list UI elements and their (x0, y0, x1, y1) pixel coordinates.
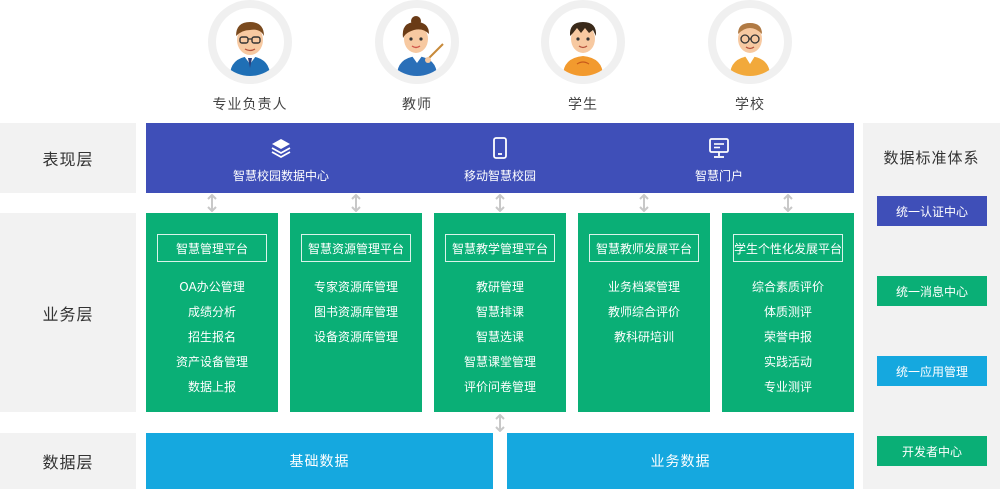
platform-item[interactable]: 设备资源库管理 (313, 330, 398, 344)
platform-items: 业务档案管理 教师综合评价 教科研培训 (578, 279, 710, 354)
platform-item[interactable]: 教科研培训 (613, 330, 674, 344)
platform-item[interactable]: 教研管理 (475, 280, 524, 294)
avatar-ring (541, 0, 625, 84)
presentation-item-label: 智慧门户 (694, 169, 743, 183)
role-student: 学生 (528, 0, 638, 114)
student-avatar-icon (549, 8, 617, 76)
school-principal-avatar-icon (716, 8, 784, 76)
platform-title[interactable]: 智慧教师发展平台 (589, 234, 699, 262)
connector-arrow-icon (351, 194, 361, 212)
role-school: 学校 (695, 0, 805, 114)
platform-items: 专家资源库管理 图书资源库管理 设备资源库管理 (290, 279, 422, 354)
data-bar-basic[interactable]: 基础数据 (146, 433, 493, 489)
connector-arrow-icon (783, 194, 793, 212)
platform-item[interactable]: 图书资源库管理 (313, 305, 398, 319)
role-label: 教师 (402, 97, 432, 113)
role-label: 学校 (735, 97, 765, 113)
layers-icon (271, 139, 291, 159)
platform-item[interactable]: 成绩分析 (187, 305, 236, 319)
platform-item[interactable]: 业务档案管理 (607, 280, 680, 294)
standard-auth-center[interactable]: 统一认证中心 (877, 196, 987, 226)
platform-title[interactable]: 智慧资源管理平台 (301, 234, 411, 262)
layer-label-presentation: 表现层 (0, 123, 136, 193)
connector-arrow-icon (207, 194, 217, 212)
presentation-bar: 智慧校园数据中心 移动智慧校园 智慧门户 (146, 123, 854, 193)
avatar-ring (208, 0, 292, 84)
platform-items: OA办公管理 成绩分析 招生报名 资产设备管理 数据上报 (146, 279, 278, 404)
avatar-ring (375, 0, 459, 84)
standard-developer-center[interactable]: 开发者中心 (877, 436, 987, 466)
platform-item[interactable]: 评价问卷管理 (463, 380, 536, 394)
role-label: 学生 (568, 97, 598, 113)
presentation-item-mobile-campus[interactable]: 移动智慧校园 (410, 123, 590, 193)
platform-panel-teacher-development: 智慧教师发展平台 业务档案管理 教师综合评价 教科研培训 (578, 213, 710, 412)
platform-item[interactable]: 专业测评 (763, 380, 812, 394)
platform-item[interactable]: 资产设备管理 (175, 355, 248, 369)
platform-item[interactable]: OA办公管理 (179, 280, 245, 294)
role-major-leader: 专业负责人 (195, 0, 305, 114)
platform-item[interactable]: 数据上报 (187, 380, 236, 394)
platform-item[interactable]: 智慧选课 (475, 330, 524, 344)
presentation-item-portal[interactable]: 智慧门户 (629, 123, 809, 193)
standard-app-management[interactable]: 统一应用管理 (877, 356, 987, 386)
monitor-icon (709, 138, 729, 158)
role-teacher: 教师 (362, 0, 472, 114)
platform-title[interactable]: 智慧教学管理平台 (445, 234, 555, 262)
standard-message-center[interactable]: 统一消息中心 (877, 276, 987, 306)
platform-title[interactable]: 学生个性化发展平台 (733, 234, 843, 262)
standards-column (863, 123, 1000, 489)
platform-item[interactable]: 智慧课堂管理 (463, 355, 536, 369)
platform-item[interactable]: 综合素质评价 (751, 280, 824, 294)
platform-item[interactable]: 实践活动 (763, 355, 812, 369)
data-bar-business[interactable]: 业务数据 (507, 433, 854, 489)
platform-panel-student-development: 学生个性化发展平台 综合素质评价 体质测评 荣誉申报 实践活动 专业测评 (722, 213, 854, 412)
presentation-item-label: 智慧校园数据中心 (232, 169, 329, 183)
teacher-pointer-avatar-icon (383, 8, 451, 76)
platform-item[interactable]: 教师综合评价 (607, 305, 680, 319)
platform-items: 综合素质评价 体质测评 荣誉申报 实践活动 专业测评 (722, 279, 854, 404)
connector-arrow-icon (495, 194, 505, 212)
platform-item[interactable]: 智慧排课 (475, 305, 524, 319)
presentation-item-label: 移动智慧校园 (463, 169, 536, 183)
platform-panel-management: 智慧管理平台 OA办公管理 成绩分析 招生报名 资产设备管理 数据上报 (146, 213, 278, 412)
platform-item[interactable]: 专家资源库管理 (313, 280, 398, 294)
presentation-item-data-center[interactable]: 智慧校园数据中心 (191, 123, 371, 193)
platform-panel-teaching: 智慧教学管理平台 教研管理 智慧排课 智慧选课 智慧课堂管理 评价问卷管理 (434, 213, 566, 412)
standards-title: 数据标准体系 (883, 149, 980, 167)
platform-item[interactable]: 招生报名 (187, 330, 236, 344)
layer-label-business: 业务层 (0, 213, 136, 412)
platform-items: 教研管理 智慧排课 智慧选课 智慧课堂管理 评价问卷管理 (434, 279, 566, 404)
platform-item[interactable]: 荣誉申报 (763, 330, 812, 344)
connector-arrow-icon (495, 414, 505, 432)
connector-arrow-icon (639, 194, 649, 212)
role-label: 专业负责人 (212, 97, 288, 113)
teacher-male-avatar-icon (216, 8, 284, 76)
platform-title[interactable]: 智慧管理平台 (157, 234, 267, 262)
platform-item[interactable]: 体质测评 (763, 305, 812, 319)
avatar-ring (708, 0, 792, 84)
platform-panel-resources: 智慧资源管理平台 专家资源库管理 图书资源库管理 设备资源库管理 (290, 213, 422, 412)
layer-label-data: 数据层 (0, 433, 136, 489)
mobile-phone-icon (493, 137, 507, 159)
